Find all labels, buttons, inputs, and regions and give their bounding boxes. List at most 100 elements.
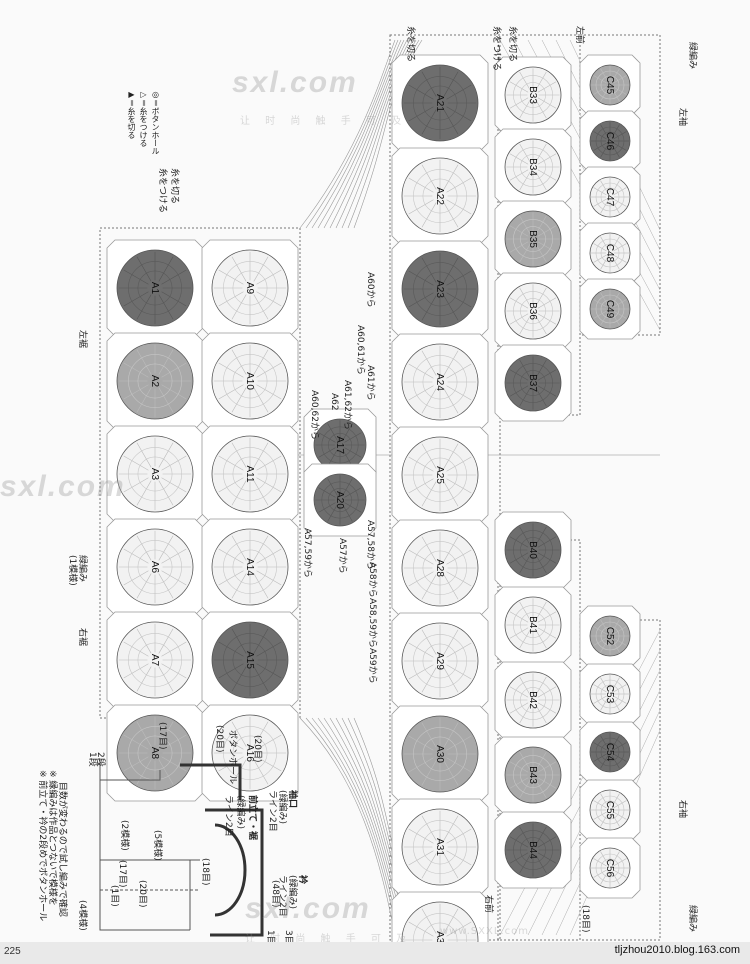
motif-label: A11: [244, 465, 255, 482]
motif-spoke: [509, 627, 529, 639]
motif-spoke: [611, 180, 620, 194]
motif-spoke: [256, 570, 282, 586]
motif-spoke: [443, 667, 459, 693]
motif-b44: B44: [494, 811, 572, 889]
motif-spoke: [613, 299, 627, 308]
motif-ring: [520, 537, 546, 563]
motif-spoke: [218, 477, 244, 493]
motif-spoke: [611, 144, 620, 158]
motif-spoke: [421, 350, 437, 376]
motif-spoke: [256, 384, 282, 400]
motif-spoke: [408, 456, 434, 472]
motif-ring: [513, 219, 553, 259]
motif-spoke: [537, 313, 557, 325]
motif-spoke: [253, 256, 269, 282]
count-2-patterns: (2模様): [119, 820, 131, 851]
motif-ring: [595, 238, 625, 268]
motif-spoke: [519, 359, 531, 379]
motif-label: A32: [434, 931, 445, 942]
motif-layer: A1A2A3A6A7A8A9A10A11A14A15A16A17A20A21A2…: [106, 54, 641, 942]
motif-a9: A9: [201, 239, 299, 337]
motif-spoke: [613, 626, 627, 635]
motif-ring: [223, 261, 277, 315]
motif-spoke: [600, 236, 609, 250]
motif-spoke: [421, 164, 437, 190]
motif-spoke: [123, 384, 149, 400]
motif-spoke: [600, 88, 609, 102]
motif-a20: A20: [303, 463, 377, 537]
side-3-stitches: 3目: [283, 930, 294, 942]
label-edge-18-bottom: (18目): [580, 905, 591, 932]
motif-spoke: [535, 704, 547, 724]
count-18: (18目): [200, 858, 211, 885]
motif-ring: [595, 853, 625, 883]
motif-spoke: [537, 536, 557, 548]
motif-spoke: [519, 779, 531, 799]
motif-a17: A17: [303, 408, 377, 482]
motif-spoke: [593, 243, 607, 252]
motif-ring: [513, 530, 553, 570]
motif-ring: [520, 370, 546, 396]
motif-spoke: [446, 735, 472, 751]
motif-a22: A22: [391, 147, 489, 245]
motif-a28: A28: [391, 519, 489, 617]
motif-c56: C56: [579, 837, 641, 899]
motif-label: A30: [434, 745, 445, 763]
motif-spoke: [443, 295, 459, 321]
motif-label: C52: [604, 627, 615, 646]
motif-spoke: [600, 871, 609, 885]
motif-a25: A25: [391, 426, 489, 524]
label-left-sleeve: 左袖: [677, 108, 689, 126]
motif-spoke: [535, 359, 547, 379]
motif-spoke: [327, 504, 338, 522]
motif-label: C46: [604, 132, 615, 151]
motif-spoke: [408, 735, 434, 751]
label-right-hem: 右裾: [77, 628, 89, 646]
label-a62: A62: [329, 393, 339, 411]
motif-ring: [422, 85, 458, 121]
motif-spoke: [158, 387, 174, 413]
motif-c53: C53: [579, 663, 641, 725]
label-cut-yarn: 糸を切る: [507, 26, 519, 62]
motif-spoke: [593, 198, 607, 207]
motif-label: A28: [434, 559, 445, 577]
motif-spoke: [611, 755, 620, 769]
motif-label: A31: [434, 838, 445, 856]
motif-spoke: [443, 908, 459, 934]
motif-spoke: [593, 254, 607, 263]
motif-spoke: [443, 815, 459, 841]
motif-spoke: [342, 504, 353, 522]
motif-ring: [422, 457, 458, 493]
motif-spoke: [613, 753, 627, 762]
motif-a16: A16: [201, 704, 299, 802]
motif-b42: B42: [494, 661, 572, 739]
motif-spoke: [593, 142, 607, 151]
motif-spoke: [613, 243, 627, 252]
motif-spoke: [231, 256, 247, 282]
motif-ring: [128, 261, 182, 315]
motif-ring: [595, 182, 625, 212]
motif-spoke: [443, 722, 459, 748]
motif-spoke: [161, 734, 187, 750]
motif-spoke: [519, 71, 531, 91]
motif-a32: A32: [391, 891, 489, 942]
motif-spoke: [253, 721, 269, 747]
collar-sub: (緑編み): [287, 875, 299, 909]
motif-spoke: [613, 637, 627, 646]
motif-a15: A15: [201, 611, 299, 709]
side-1-row: 1段: [87, 752, 99, 767]
motif-spoke: [600, 813, 609, 827]
motif-spoke: [593, 858, 607, 867]
motif-spoke: [123, 291, 149, 307]
motif-spoke: [446, 571, 472, 587]
motif-ring: [137, 363, 173, 399]
motif-spoke: [600, 292, 609, 306]
motif-spoke: [509, 97, 529, 109]
motif-spoke: [256, 269, 282, 285]
motif-spoke: [408, 385, 434, 401]
motif-spoke: [218, 269, 244, 285]
motif-spoke: [613, 742, 627, 751]
motif-spoke: [509, 552, 529, 564]
motif-spoke: [256, 291, 282, 307]
motif-spoke: [600, 735, 609, 749]
